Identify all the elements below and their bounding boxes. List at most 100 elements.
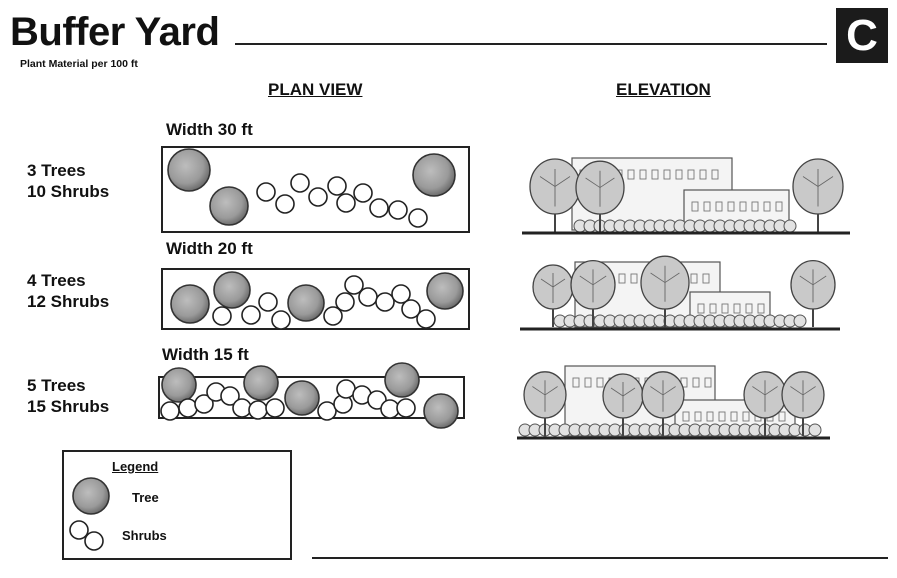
building-window <box>687 169 695 180</box>
tree-vein <box>540 278 554 288</box>
shrub-icon <box>178 398 198 418</box>
shrub-icon <box>408 208 428 228</box>
building-window <box>618 273 626 284</box>
building-window <box>690 273 698 284</box>
shrub-icon <box>258 292 278 312</box>
row-1-plan-box <box>161 146 470 233</box>
tree-vein <box>599 177 615 188</box>
tree-icon <box>167 148 211 192</box>
building-window <box>675 169 683 180</box>
shrub-icon <box>401 299 421 319</box>
tree-icon <box>423 393 459 429</box>
row-3-label: 5 Trees 15 Shrubs <box>27 375 109 417</box>
tree-icon <box>161 367 197 403</box>
tree-vein <box>622 387 636 397</box>
tree-vein <box>662 386 676 396</box>
building-window <box>596 377 604 388</box>
tree-icon <box>170 284 210 324</box>
row-1-trees: 3 Trees <box>27 161 86 180</box>
shrub-icon <box>388 200 408 220</box>
row-3-trees: 5 Trees <box>27 376 86 395</box>
tree-icon <box>213 271 251 309</box>
row-2-shrubs: 12 Shrubs <box>27 292 110 311</box>
tree-vein <box>554 176 571 187</box>
shrub-icon <box>256 182 276 202</box>
building-window <box>584 377 592 388</box>
building-window <box>694 411 702 422</box>
building-window <box>702 273 710 284</box>
shrub-icon <box>327 176 347 196</box>
building-window <box>778 411 786 422</box>
shrub-icon <box>336 193 356 213</box>
tree-vein <box>544 386 558 396</box>
elevation-shrub <box>793 314 807 328</box>
row-3-shrubs: 15 Shrubs <box>27 397 110 416</box>
tree-vein <box>532 386 546 396</box>
shrub-icon <box>194 394 214 414</box>
tree-icon <box>209 186 249 226</box>
tree-icon <box>384 362 420 398</box>
building-window <box>742 411 750 422</box>
row-3-width-label: Width 15 ft <box>162 345 249 364</box>
tree-icon <box>426 272 464 310</box>
building-window <box>733 303 741 314</box>
tree-icon <box>287 284 325 322</box>
tree-vein <box>610 387 624 397</box>
building-window <box>572 377 580 388</box>
elevation-shrub <box>808 423 822 437</box>
elevation-shrub <box>783 219 797 233</box>
building-window <box>757 303 765 314</box>
building-window <box>715 201 723 212</box>
tree-vein <box>592 275 607 286</box>
tree-icon <box>72 477 110 515</box>
tree-icon <box>284 380 320 416</box>
building-window <box>697 303 705 314</box>
building-window <box>699 169 707 180</box>
shrub-icon <box>241 305 261 325</box>
shrub-icon <box>271 310 291 330</box>
shrub-icon <box>369 198 389 218</box>
building-window <box>751 201 759 212</box>
tree-vein <box>585 177 601 188</box>
shrub-icon <box>69 520 89 540</box>
shrub-icon <box>290 173 310 193</box>
tree-vein <box>790 386 804 396</box>
legend-title: Legend <box>112 459 159 474</box>
row-2-plan-box <box>161 268 470 330</box>
building-window <box>727 201 735 212</box>
page-title: Buffer Yard <box>10 10 220 54</box>
shrub-icon <box>160 401 180 421</box>
shrub-icon <box>265 398 285 418</box>
tree-vein <box>802 176 819 187</box>
shrub-icon <box>232 398 252 418</box>
page-subtitle: Plant Material per 100 ft <box>20 58 138 70</box>
building-window <box>763 201 771 212</box>
shrub-icon <box>353 183 373 203</box>
shrub-icon <box>335 292 355 312</box>
legend-tree-label: Tree <box>132 490 159 505</box>
shrub-icon <box>396 398 416 418</box>
tree-vein <box>799 275 814 286</box>
bottom-rule <box>312 557 888 559</box>
tree-vein <box>802 386 816 396</box>
building-window <box>745 303 753 314</box>
building-window <box>682 411 690 422</box>
shrub-icon <box>212 306 232 326</box>
row-1-width-label: Width 30 ft <box>166 120 253 139</box>
row-2-width-label: Width 20 ft <box>166 239 253 258</box>
building-window <box>692 377 700 388</box>
shrub-icon <box>344 275 364 295</box>
shrub-icon <box>323 306 343 326</box>
shrub-icon <box>308 187 328 207</box>
shrub-icon <box>84 531 104 551</box>
building-window <box>718 411 726 422</box>
building-window <box>706 411 714 422</box>
building-window <box>663 169 671 180</box>
row-3-plan-box <box>158 376 465 419</box>
elevation-heading: ELEVATION <box>616 80 711 99</box>
building-window <box>704 377 712 388</box>
tree-vein <box>752 386 766 396</box>
shrub-icon <box>358 287 378 307</box>
tree-vein <box>552 278 566 288</box>
tree-vein <box>764 386 778 396</box>
